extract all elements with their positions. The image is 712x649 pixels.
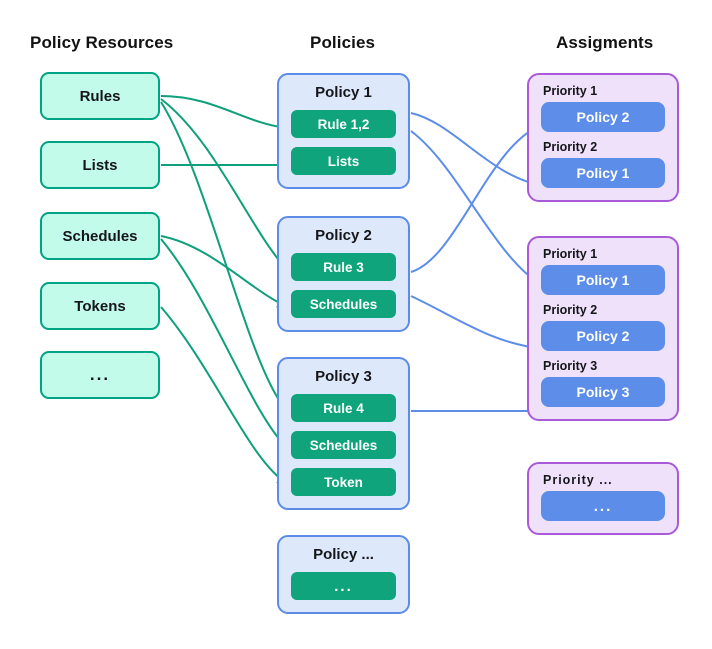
resource-label: Lists <box>82 156 118 174</box>
policy-title: Policy 3 <box>315 368 372 385</box>
link-rules-to-rule3 <box>160 98 289 272</box>
assignment-group-1[interactable]: Priority 1 Policy 2 Priority 2 Policy 1 <box>527 73 679 202</box>
column-heading-assigments: Assigments <box>556 33 654 52</box>
policy-box-3[interactable]: Policy 3 Rule 4 Schedules Token <box>277 357 410 510</box>
link-schedules-to-schedules-policy3 <box>160 238 289 450</box>
assignment-policy-chip[interactable]: Policy 3 <box>541 377 665 407</box>
link-rules-to-rule4 <box>160 101 289 413</box>
priority-label: Priority 1 <box>543 247 598 261</box>
resource-label: ... <box>89 365 111 384</box>
policy-item-rule-3[interactable]: Rule 3 <box>291 253 396 281</box>
assignment-policy-chip[interactable]: ... <box>541 491 665 521</box>
policy-title: Policy 1 <box>315 84 372 101</box>
column-heading-policy-resources: Policy Resources <box>30 33 174 52</box>
resource-label: Rules <box>79 87 121 105</box>
resource-label: Schedules <box>62 227 138 245</box>
priority-label: Priority ... <box>543 473 613 487</box>
link-policy1-to-assign-g2-p1 <box>410 130 547 288</box>
policy-item-more[interactable]: ... <box>291 572 396 600</box>
policy-item-schedules[interactable]: Schedules <box>291 290 396 318</box>
priority-label: Priority 1 <box>543 84 598 98</box>
link-policy2-to-assign-g1-p1 <box>410 122 547 273</box>
policy-title: Policy 2 <box>315 227 372 244</box>
link-tokens-to-token <box>160 306 290 485</box>
assignment-policy-chip[interactable]: Policy 2 <box>541 102 665 132</box>
resource-box-schedules[interactable]: Schedules <box>40 212 160 260</box>
assignment-policy-chip[interactable]: Policy 2 <box>541 321 665 351</box>
policy-item-rule-4[interactable]: Rule 4 <box>291 394 396 422</box>
policy-box-more[interactable]: Policy ... ... <box>277 535 410 614</box>
priority-label: Priority 2 <box>543 303 598 317</box>
assignment-policy-chip[interactable]: Policy 1 <box>541 158 665 188</box>
link-rules-to-rule12 <box>160 95 290 132</box>
resource-box-more[interactable]: ... <box>40 351 160 399</box>
assignment-group-2[interactable]: Priority 1 Policy 1 Priority 2 Policy 2 … <box>527 236 679 421</box>
policy-title: Policy ... <box>313 546 374 563</box>
policy-item-schedules[interactable]: Schedules <box>291 431 396 459</box>
policy-item-rule-1-2[interactable]: Rule 1,2 <box>291 110 396 138</box>
assignment-group-more[interactable]: Priority ... ... <box>527 462 679 535</box>
column-heading-policies: Policies <box>310 33 376 52</box>
policy-box-2[interactable]: Policy 2 Rule 3 Schedules <box>277 216 410 332</box>
resource-box-rules[interactable]: Rules <box>40 72 160 120</box>
policy-item-lists[interactable]: Lists <box>291 147 396 175</box>
link-policy2-to-assign-g2-p2 <box>410 295 547 353</box>
priority-label: Priority 2 <box>543 140 598 154</box>
resource-box-lists[interactable]: Lists <box>40 141 160 189</box>
link-policy1-to-assign-g1-p2 <box>410 112 547 190</box>
link-schedules-to-schedules-policy2 <box>160 235 290 308</box>
priority-label: Priority 3 <box>543 359 598 373</box>
assignment-policy-chip[interactable]: Policy 1 <box>541 265 665 295</box>
policy-item-token[interactable]: Token <box>291 468 396 496</box>
policy-box-1[interactable]: Policy 1 Rule 1,2 Lists <box>277 73 410 189</box>
resource-label: Tokens <box>74 297 126 315</box>
resource-box-tokens[interactable]: Tokens <box>40 282 160 330</box>
